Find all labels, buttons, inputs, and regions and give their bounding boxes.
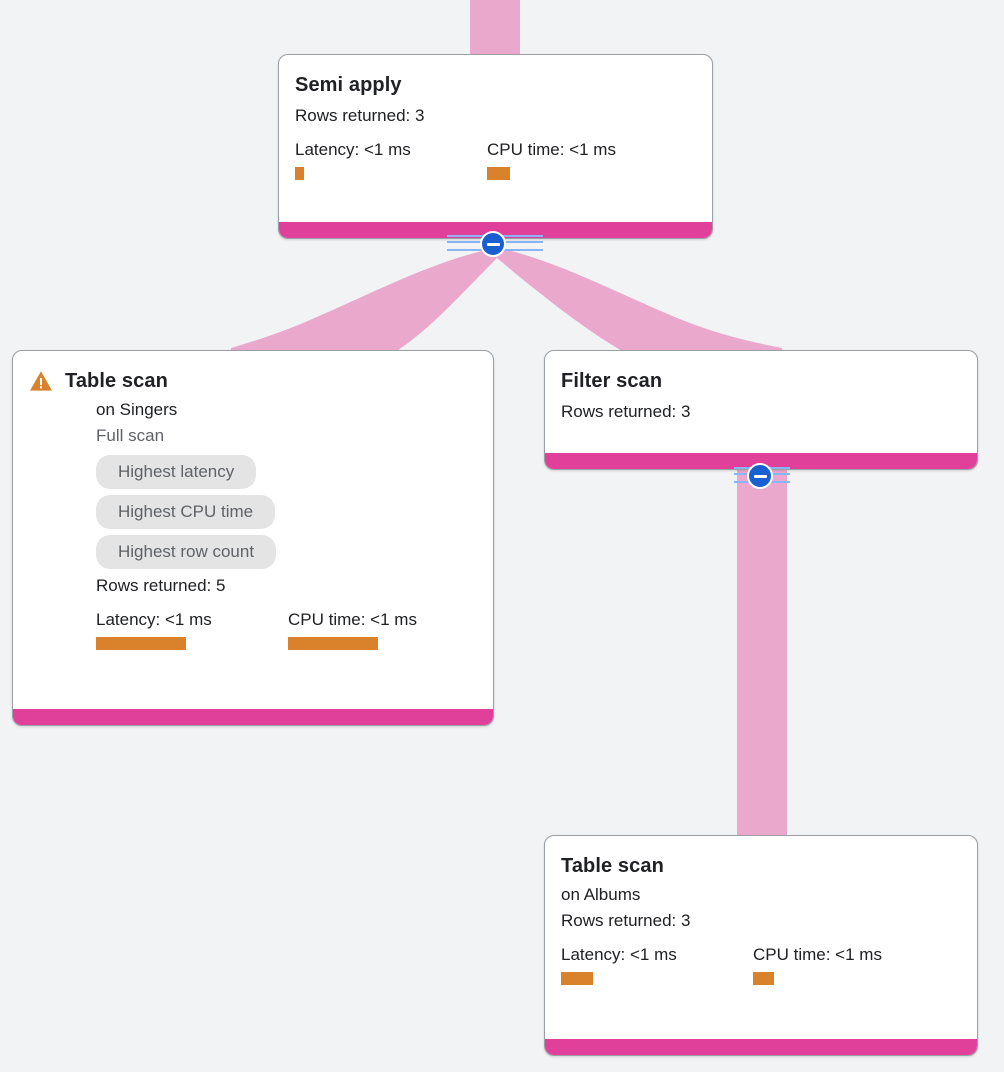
highlight-chips: Highest latency Highest CPU time Highest… [96, 455, 477, 569]
rows-returned: Rows returned: 3 [561, 911, 691, 930]
metric-latency-label: Latency: <1 ms [295, 140, 411, 159]
node-semi-apply-footer [279, 222, 712, 238]
node-filter-scan-body: Filter scan Rows returned: 3 [545, 351, 977, 439]
node-table-scan-albums[interactable]: Table scan on Albums Rows returned: 3 La… [544, 835, 978, 1056]
node-table-scan-singers-metrics: Latency: <1 ms CPU time: <1 ms [96, 609, 477, 650]
node-title: Table scan [561, 855, 664, 877]
collapse-filter-scan-handle[interactable] [714, 463, 810, 489]
edge-semiapply-to-table-scan-singers [231, 248, 497, 352]
minus-glyph [486, 242, 500, 246]
metric-latency-bar [295, 167, 304, 180]
node-table-scan-singers-footer [13, 709, 493, 725]
scan-target: on Albums [561, 885, 641, 904]
node-semi-apply-body: Semi apply Rows returned: 3 Latency: <1 … [279, 55, 712, 194]
node-semi-apply-title-row: Semi apply [295, 71, 696, 99]
minus-circle-icon[interactable] [747, 463, 773, 489]
node-title: Table scan [65, 370, 168, 392]
node-table-scan-albums-body: Table scan on Albums Rows returned: 3 La… [545, 836, 977, 999]
node-semi-apply[interactable]: Semi apply Rows returned: 3 Latency: <1 … [278, 54, 713, 239]
metric-latency-bar [561, 972, 593, 985]
metric-cpu-time: CPU time: <1 ms [487, 139, 616, 180]
metric-latency: Latency: <1 ms [295, 139, 487, 180]
collapse-semi-apply-handle[interactable] [447, 231, 543, 257]
node-table-scan-singers-details: on Singers Full scan Highest latency Hig… [29, 397, 477, 650]
node-table-scan-singers-body: Table scan on Singers Full scan Highest … [13, 351, 493, 664]
metric-cpu-time-bar [487, 167, 510, 180]
minus-glyph [753, 474, 767, 478]
edge-filterscan-to-table-scan-albums [737, 470, 787, 838]
metric-latency: Latency: <1 ms [561, 944, 753, 985]
node-table-scan-singers[interactable]: Table scan on Singers Full scan Highest … [12, 350, 494, 726]
node-filter-scan-footer [545, 453, 977, 469]
metric-latency-bar [96, 637, 186, 650]
metric-latency: Latency: <1 ms [96, 609, 288, 650]
rows-returned: Rows returned: 3 [295, 106, 425, 125]
rows-returned: Rows returned: 3 [561, 402, 691, 421]
node-table-scan-singers-title-row: Table scan [29, 367, 477, 395]
metric-cpu-time-label: CPU time: <1 ms [487, 140, 616, 159]
chip-highest-latency[interactable]: Highest latency [96, 455, 257, 489]
metric-cpu-time-bar [288, 637, 378, 650]
warning-triangle-icon [30, 371, 52, 391]
edge-semiapply-to-filter-scan [497, 248, 782, 352]
metric-cpu-time: CPU time: <1 ms [288, 609, 417, 650]
metric-latency-label: Latency: <1 ms [561, 945, 677, 964]
chip-highest-cpu-time[interactable]: Highest CPU time [96, 495, 276, 529]
node-title: Filter scan [561, 370, 663, 392]
metric-cpu-time: CPU time: <1 ms [753, 944, 882, 985]
metric-cpu-time-label: CPU time: <1 ms [753, 945, 882, 964]
metric-cpu-time-label: CPU time: <1 ms [288, 610, 417, 629]
minus-circle-icon[interactable] [480, 231, 506, 257]
node-table-scan-albums-metrics: Latency: <1 ms CPU time: <1 ms [561, 944, 961, 985]
node-semi-apply-metrics: Latency: <1 ms CPU time: <1 ms [295, 139, 696, 180]
node-filter-scan[interactable]: Filter scan Rows returned: 3 [544, 350, 978, 470]
node-title: Semi apply [295, 74, 402, 96]
scan-type: Full scan [96, 426, 165, 445]
rows-returned: Rows returned: 5 [96, 576, 226, 595]
metric-cpu-time-bar [753, 972, 774, 985]
chip-highest-row-count[interactable]: Highest row count [96, 535, 277, 569]
node-table-scan-albums-footer [545, 1039, 977, 1055]
node-filter-scan-title-row: Filter scan [561, 367, 961, 395]
edge-incoming-root [470, 0, 520, 54]
node-table-scan-albums-title-row: Table scan [561, 852, 961, 880]
metric-latency-label: Latency: <1 ms [96, 610, 212, 629]
scan-target: on Singers [96, 400, 178, 419]
